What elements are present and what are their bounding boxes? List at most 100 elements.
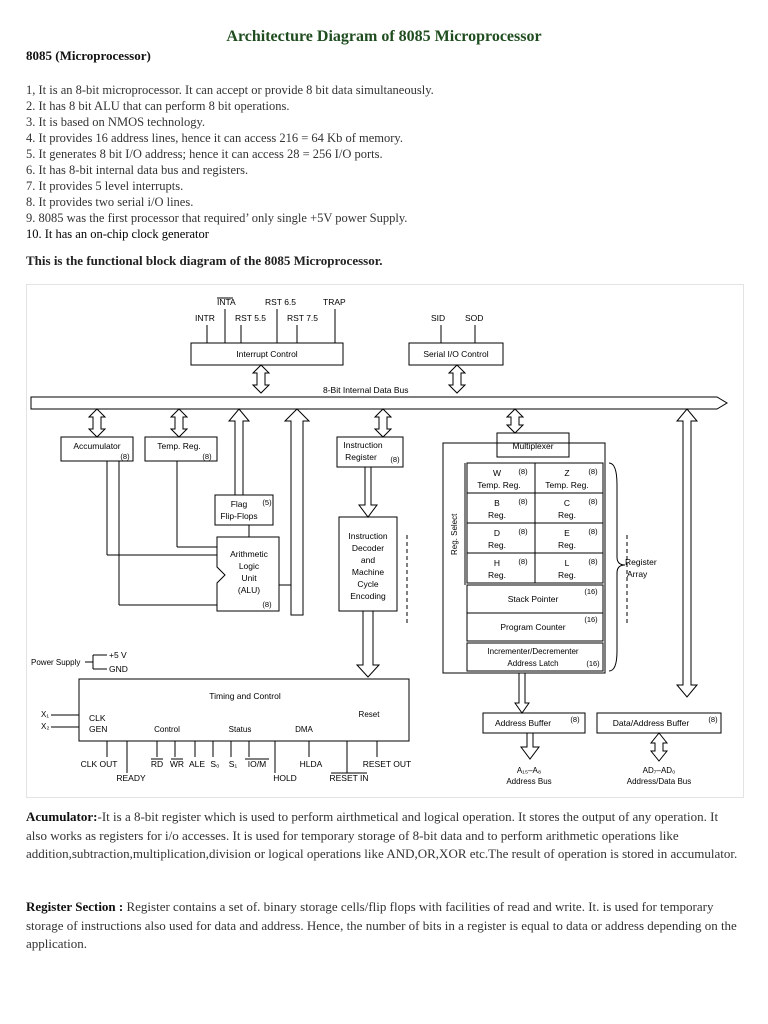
alu-line1: Arithmetic: [230, 549, 269, 559]
stack-pointer-bits: (16): [584, 587, 598, 596]
register-term: Register Section :: [26, 899, 124, 914]
program-counter-box: [466, 612, 604, 642]
program-counter-label: Program Counter: [500, 622, 565, 632]
pin-reset-out: RESET OUT: [363, 759, 412, 769]
data-address-buffer-label: Data/Address Buffer: [613, 718, 690, 728]
rst55-label: RST 5.5: [235, 313, 266, 323]
reg-l-sub: Reg.: [558, 570, 576, 580]
feature-item: 3. It is based on NMOS technology.: [26, 115, 206, 129]
pin-io-m: IO/M: [248, 759, 266, 769]
feature-item: 5. It generates 8 bit I/O address; hence…: [26, 147, 383, 161]
flags-bits: (5): [262, 498, 272, 507]
interrupt-pins: INTR INTA RST 5.5 RST 6.5 RST 7.5 TRAP S…: [195, 297, 483, 323]
pin-clk-out: CLK OUT: [81, 759, 118, 769]
flags-line1: Flag: [231, 499, 248, 509]
pin-ale: ALE: [189, 759, 205, 769]
feature-item: 2. It has 8 bit ALU that can perform 8 b…: [26, 99, 290, 113]
ir-line2: Register: [345, 452, 377, 462]
serial-io-control-label: Serial I/O Control: [423, 349, 488, 359]
data-bus-line1: AD₇–AD₀: [643, 766, 676, 775]
pin-hold: HOLD: [273, 773, 297, 783]
reg-l-bits: (8): [588, 557, 598, 566]
ir-bits: (8): [390, 455, 400, 464]
register-grid: [466, 462, 604, 584]
reg-c-name: C: [564, 498, 570, 508]
reg-d-name: D: [494, 528, 500, 538]
reg-b-sub: Reg.: [488, 510, 506, 520]
internal-data-bus: [30, 396, 728, 410]
temp-reg-box: [144, 436, 218, 462]
accumulator-label: Accumulator: [73, 441, 120, 451]
decoder-line2: Decoder: [352, 543, 384, 553]
gnd-label: GND: [109, 664, 128, 674]
reg-e-sub: Reg.: [558, 540, 576, 550]
clk-gen-line2: GEN: [89, 724, 107, 734]
reg-d-sub: Reg.: [488, 540, 506, 550]
register-array-line2: Array: [627, 569, 648, 579]
reg-h-sub: Reg.: [488, 570, 506, 580]
alu-line2: Logic: [239, 561, 260, 571]
feature-item: 4. It provides 16 address lines, hence i…: [26, 131, 403, 145]
address-buffer-box: [482, 712, 586, 734]
timing-control-box: [78, 678, 410, 742]
reg-e-name: E: [564, 528, 570, 538]
accumulator-text: -It is a 8-bit register which is used to…: [26, 809, 738, 861]
inc-dec-line2: Address Latch: [507, 659, 558, 668]
section-subtitle: 8085 (Microprocessor): [26, 48, 151, 63]
feature-list: 1, It is an 8-bit microprocessor. It can…: [26, 82, 434, 242]
pin-wr: WR: [170, 759, 184, 769]
feature-item: 7. It provides 5 level interrupts.: [26, 179, 184, 193]
trap-label: TRAP: [323, 297, 346, 307]
inta-label: INTA: [217, 297, 236, 307]
decoder-line1: Instruction: [348, 531, 387, 541]
reg-w-sub: Temp. Reg.: [477, 480, 520, 490]
timing-pin-lines: [106, 741, 378, 773]
feature-item: 9. 8085 was the first processor that req…: [26, 211, 408, 225]
pin-s1: S₁: [229, 759, 238, 769]
address-bus-line1: A₁₅–A₈: [517, 766, 541, 775]
alu-bits: (8): [262, 600, 272, 609]
register-text: Register contains a set of. binary stora…: [26, 899, 737, 951]
data-bus-line2: Address/Data Bus: [627, 777, 691, 786]
sid-label: SID: [431, 313, 445, 323]
accumulator-term: Acumulator:: [26, 809, 98, 824]
flags-line2: Flip-Flops: [220, 511, 257, 521]
reg-w-bits: (8): [518, 467, 528, 476]
interrupt-control-label: Interrupt Control: [236, 349, 298, 359]
group-reset-label: Reset: [359, 710, 381, 719]
interrupt-control-box: [190, 342, 344, 366]
multiplexer-label: Multiplexer: [512, 441, 553, 451]
internal-bus-label: 8-Bit Internal Data Bus: [323, 385, 409, 395]
pin-reset-in: RESET IN: [329, 773, 368, 783]
alu-line3: Unit: [241, 573, 257, 583]
flags-box: [214, 494, 274, 526]
address-buffer-label: Address Buffer: [495, 718, 551, 728]
decoder-line6: Encoding: [350, 591, 386, 601]
page-title: Architecture Diagram of 8085 Microproces…: [226, 28, 542, 45]
reg-w-name: W: [493, 468, 501, 478]
rst75-label: RST 7.5: [287, 313, 318, 323]
data-address-buffer-bits: (8): [708, 715, 718, 724]
feature-item: 10. It has an on-chip clock generator: [26, 227, 209, 241]
address-bus-line2: Address Bus: [506, 777, 551, 786]
accumulator-paragraph: Acumulator:-It is a 8-bit register which…: [26, 808, 742, 864]
feature-item: 1, It is an 8-bit microprocessor. It can…: [26, 83, 434, 97]
x1-label: X₁: [41, 710, 49, 719]
reg-z-sub: Temp. Reg.: [545, 480, 588, 490]
temp-reg-bits: (8): [202, 452, 212, 461]
reg-c-sub: Reg.: [558, 510, 576, 520]
reg-b-name: B: [494, 498, 500, 508]
reg-h-bits: (8): [518, 557, 528, 566]
pin-s0: S₀: [210, 759, 220, 769]
register-array-line1: Register: [625, 557, 657, 567]
diagram-intro: This is the functional block diagram of …: [26, 253, 383, 268]
multiplexer-box: [496, 432, 570, 458]
serial-io-control-box: [408, 342, 504, 366]
ir-line1: Instruction: [343, 440, 382, 450]
register-paragraph: Register Section : Register contains a s…: [26, 898, 742, 954]
timing-control-label: Timing and Control: [209, 691, 281, 701]
temp-reg-label: Temp. Reg.: [157, 441, 200, 451]
reg-select-label: Reg. Select: [450, 513, 459, 555]
group-control-label: Control: [154, 725, 180, 734]
accumulator-bits: (8): [120, 452, 130, 461]
